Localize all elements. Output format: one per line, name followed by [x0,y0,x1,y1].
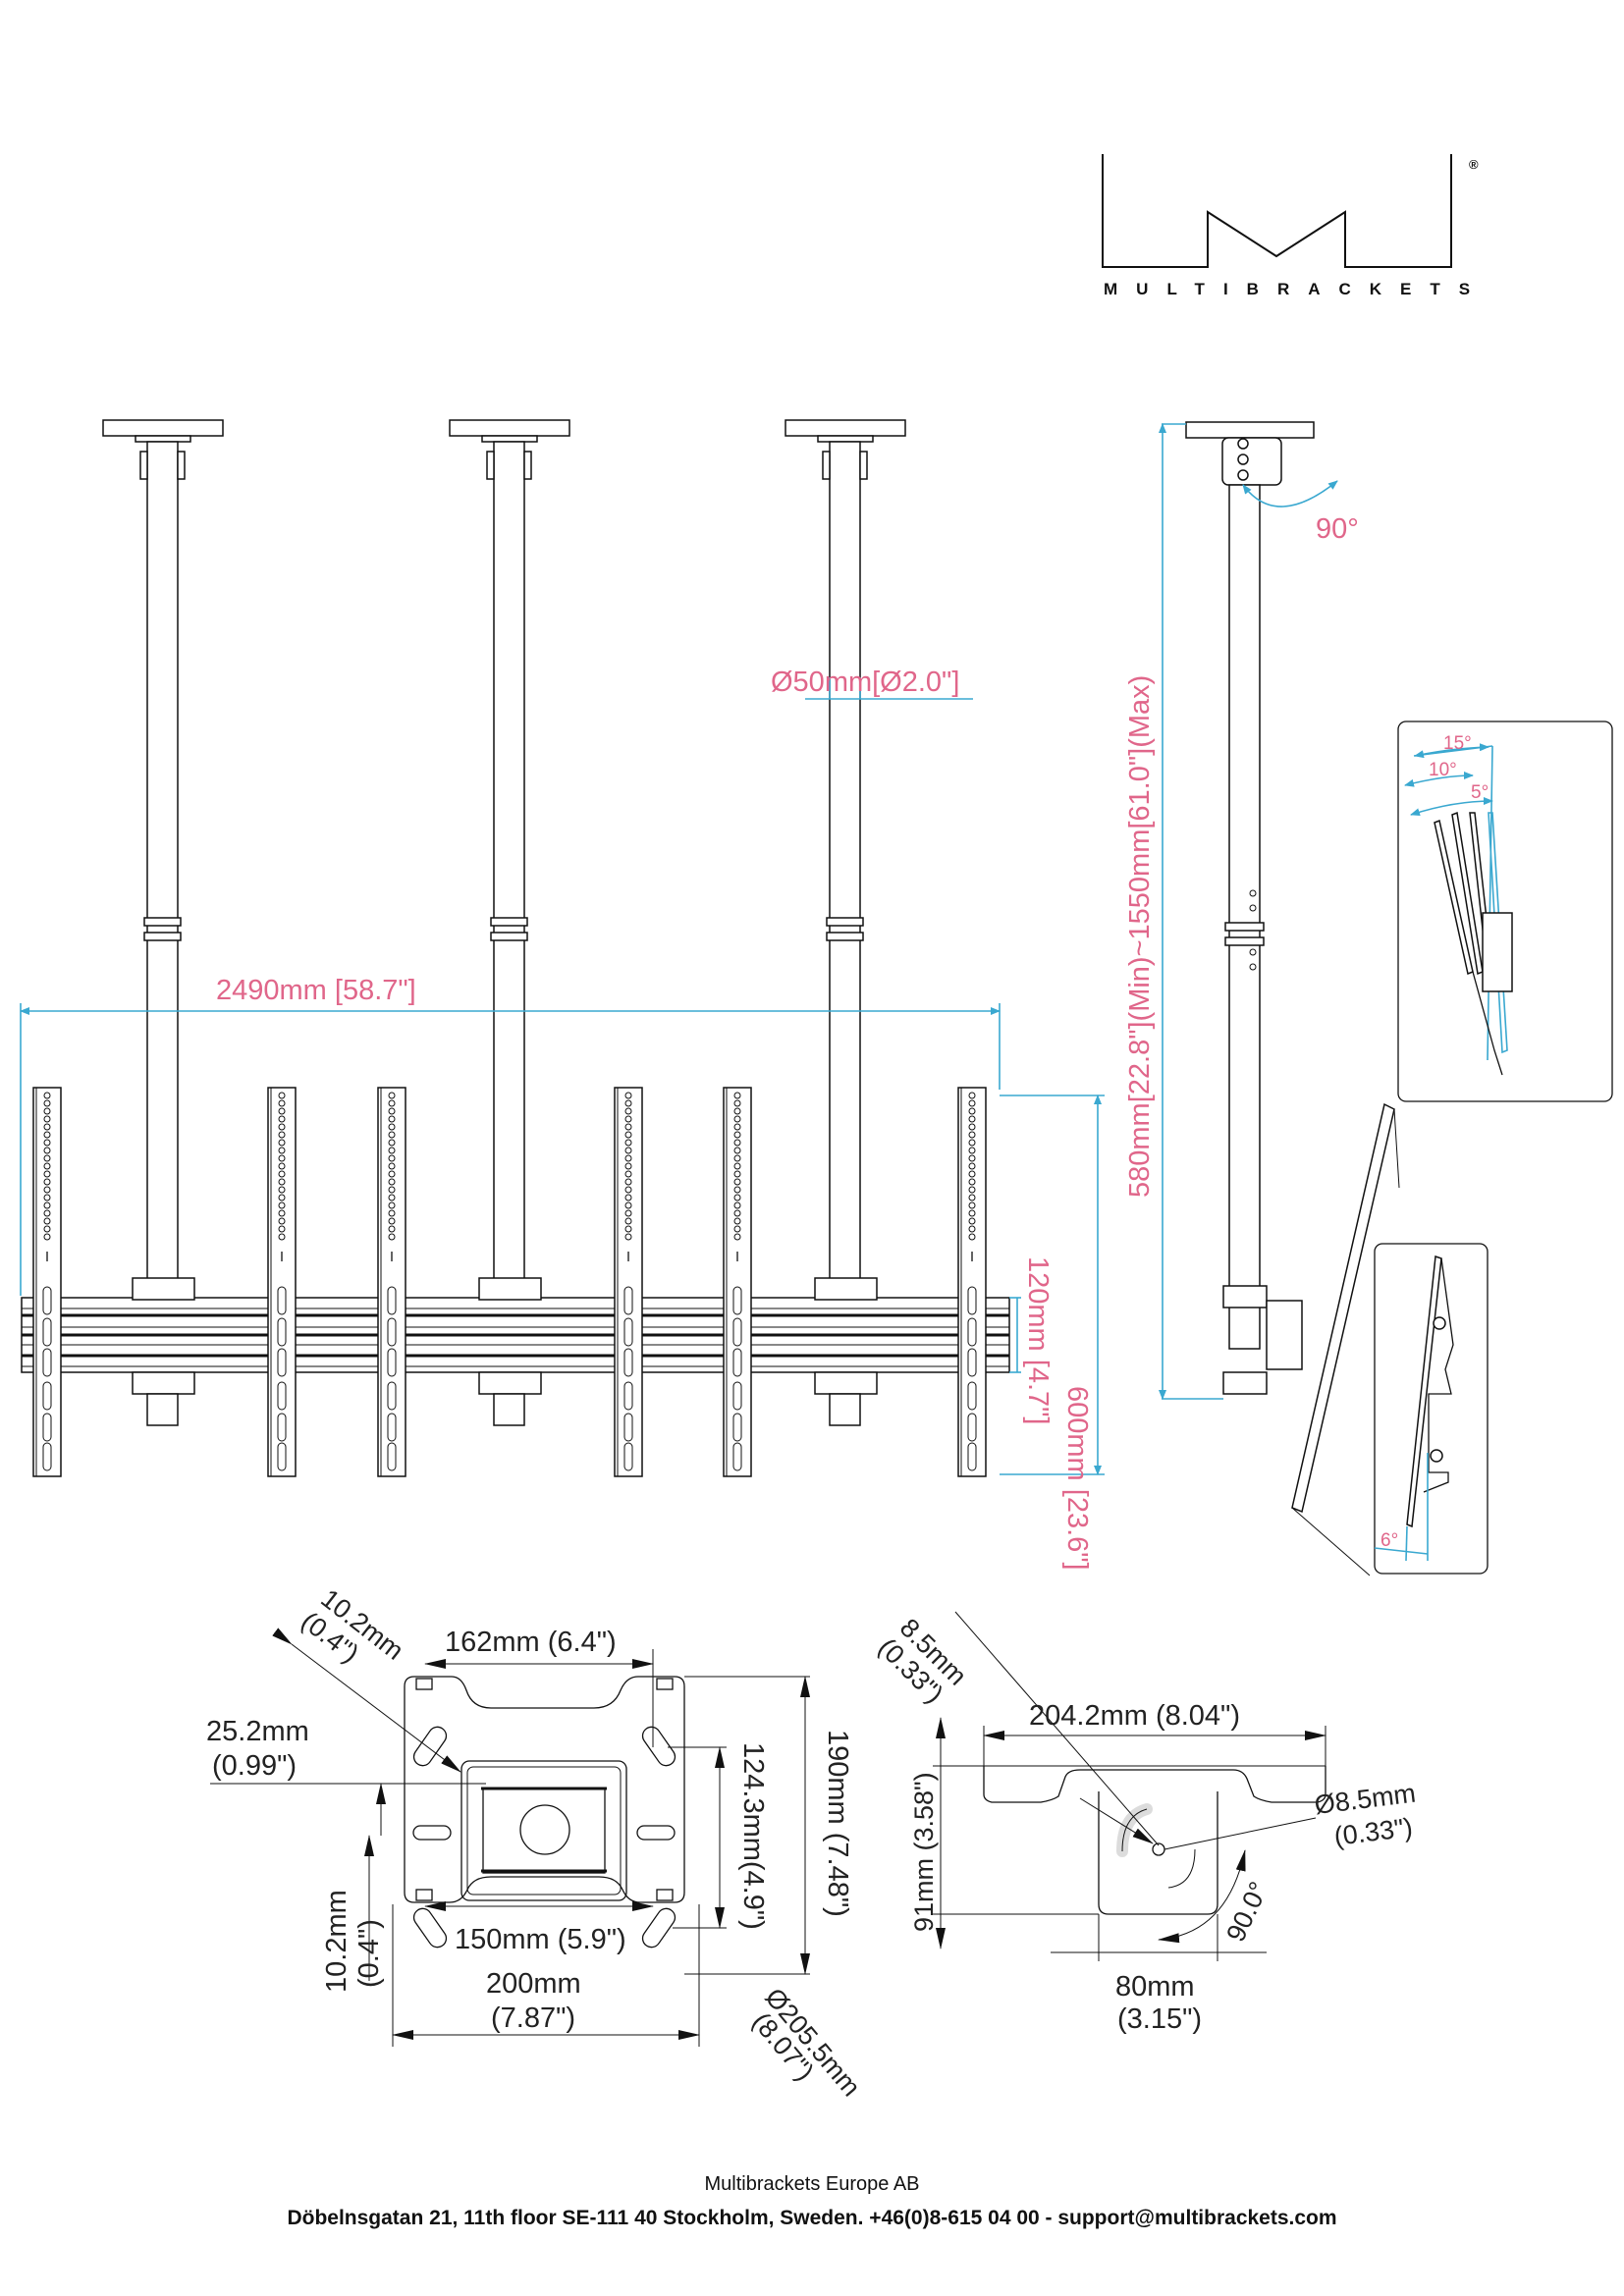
pole-base-width-in-label: (3.15") [1117,2003,1202,2035]
vertical-bracket [32,1087,62,1477]
ceiling-pole-2 [449,419,570,1297]
vertical-bracket [723,1087,752,1477]
pole-plate-width-label: 204.2mm (8.04") [1029,1700,1240,1732]
registered-mark: ® [1469,157,1479,172]
vertical-bracket [267,1087,297,1477]
vertical-brackets [32,1087,987,1477]
dimension-rail-height: 120mm [4.7"] [1009,1256,1054,1424]
left-slot-in-label: (0.4") [353,1919,385,1988]
tilt-detail-box: 15° 10° 5° [1397,721,1613,1102]
pole-base-width-label: 80mm [1115,1971,1195,2002]
total-width-label: 2490mm [58.7"] [216,975,416,1006]
vertical-bracket [377,1087,406,1477]
vertical-bracket [957,1087,987,1477]
plate-width-label: 200mm [486,1968,581,2000]
ceiling-plate-detail: 10.2mm (0.4") 162mm (6.4") 25.2mm (0.99"… [206,1583,866,2102]
hole-distance-label: 150mm (5.9") [455,1924,626,1955]
top-distance-label: 162mm (6.4") [445,1627,617,1658]
pole-plate-height-label: 91mm (3.58") [909,1772,939,1932]
horizontal-rail [21,1297,1010,1373]
dimension-pole-diameter: Ø50mm[Ø2.0"] [771,667,973,700]
tilt-10-label: 10° [1429,760,1457,780]
side-offset-label: 25.2mm [206,1716,309,1747]
plate-height-label: 190mm (7.48") [822,1730,853,1917]
vertical-distance-label: 124.3mm(4.9") [737,1742,769,1930]
plate-width-in-label: (7.87") [491,2002,575,2034]
bottom-tilt-detail-box: 6° [1374,1243,1489,1575]
pole-length-label: 580mm[22.8"](Min)~1550mm[61.0"](Max) [1124,675,1156,1198]
side-view: 580mm[22.8"](Min)~1550mm[61.0"](Max) 90° [1124,421,1400,1576]
pole-diameter-label: Ø50mm[Ø2.0"] [771,667,959,698]
pole-plate-detail: 8.5mm (0.33") 204.2mm (8.04") Ø8.5mm (0.… [873,1611,1417,2035]
pole-rotation-label: 90.0° [1220,1877,1273,1946]
side-offset-in-label: (0.99") [212,1750,297,1782]
vertical-bracket [614,1087,643,1477]
ceiling-pole-3 [785,419,906,1297]
dimension-total-width: 2490mm [58.7"] [20,975,1001,1296]
footer-address: Döbelnsgatan 21, 11th floor SE-111 40 St… [287,2207,1337,2229]
bottom-tilt-label: 6° [1380,1530,1398,1551]
ceiling-pole-1 [102,419,224,1297]
dimension-bracket-height: 600mm [23.6"] [1000,1095,1105,1571]
logo-wordmark: MULTIBRACKETS [1104,280,1489,298]
rail-height-label: 120mm [4.7"] [1022,1256,1054,1424]
front-view: 2490mm [58.7"] Ø50mm[Ø2.0"] 600mm [23.6"… [20,419,1105,1571]
left-slot-label: 10.2mm [321,1890,352,1993]
pole-hole-diameter-in-label: (0.33") [1332,1812,1414,1851]
rotation-90-label: 90° [1316,513,1359,545]
bracket-height-label: 600mm [23.6"] [1061,1386,1093,1571]
tilt-15-label: 15° [1443,733,1472,754]
tilt-5-label: 5° [1471,782,1489,803]
pole-clamps [132,1277,878,1426]
footer-company: Multibrackets Europe AB [704,2173,920,2195]
multibrackets-logo: ® MULTIBRACKETS [1102,154,1489,298]
